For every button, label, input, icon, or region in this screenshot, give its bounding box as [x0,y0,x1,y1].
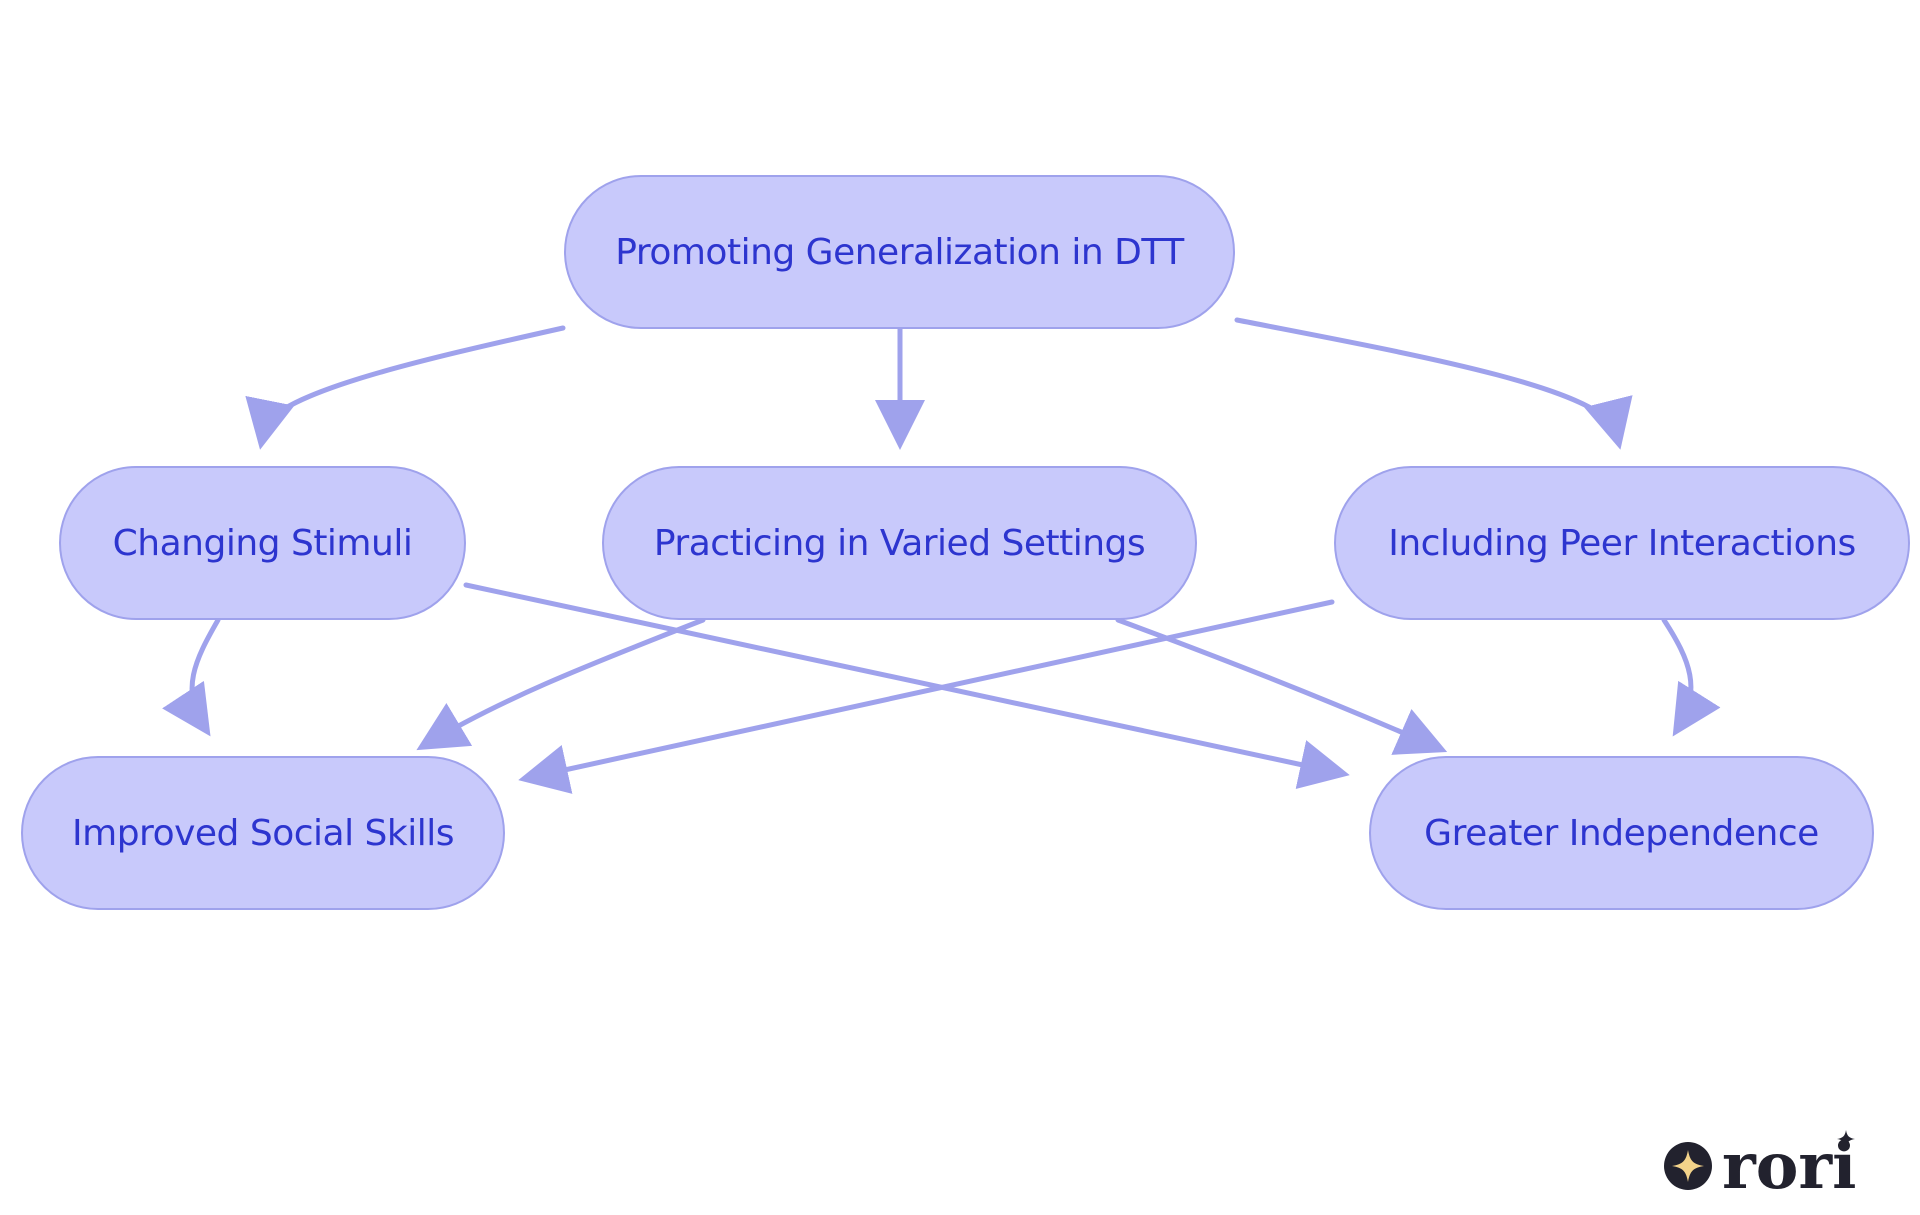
node-label: Greater Independence [1424,812,1819,854]
edge-peer-interactions-to-social-skills [518,599,1335,794]
node-including-peer-interactions: Including Peer Interactions [1334,466,1910,620]
logo-sparkle-icon [1672,1150,1704,1182]
edge-peer-interactions-to-independence [1661,617,1721,737]
rori-logo: rori [1664,1129,1856,1192]
node-label: Including Peer Interactions [1388,522,1856,564]
node-promoting-generalization: Promoting Generalization in DTT [564,175,1235,329]
edge-varied-settings-to-social-skills [416,617,706,751]
node-practicing-varied-settings: Practicing in Varied Settings [602,466,1197,620]
logo-small-sparkle-icon [1837,1130,1855,1148]
node-label: Improved Social Skills [72,812,454,854]
edge-root-to-peer-interactions [1234,317,1633,450]
node-greater-independence: Greater Independence [1369,756,1874,910]
node-changing-stimuli: Changing Stimuli [59,466,466,620]
node-improved-social-skills: Improved Social Skills [21,756,505,910]
node-label: Changing Stimuli [112,522,413,564]
node-label: Promoting Generalization in DTT [615,231,1184,273]
node-label: Practicing in Varied Settings [653,522,1146,564]
edge-root-to-changing-stimuli [245,325,566,450]
edge-changing-stimuli-to-independence [463,582,1350,790]
edge-changing-stimuli-to-social-skills [162,617,221,737]
logo-wordmark: rori [1722,1129,1856,1192]
